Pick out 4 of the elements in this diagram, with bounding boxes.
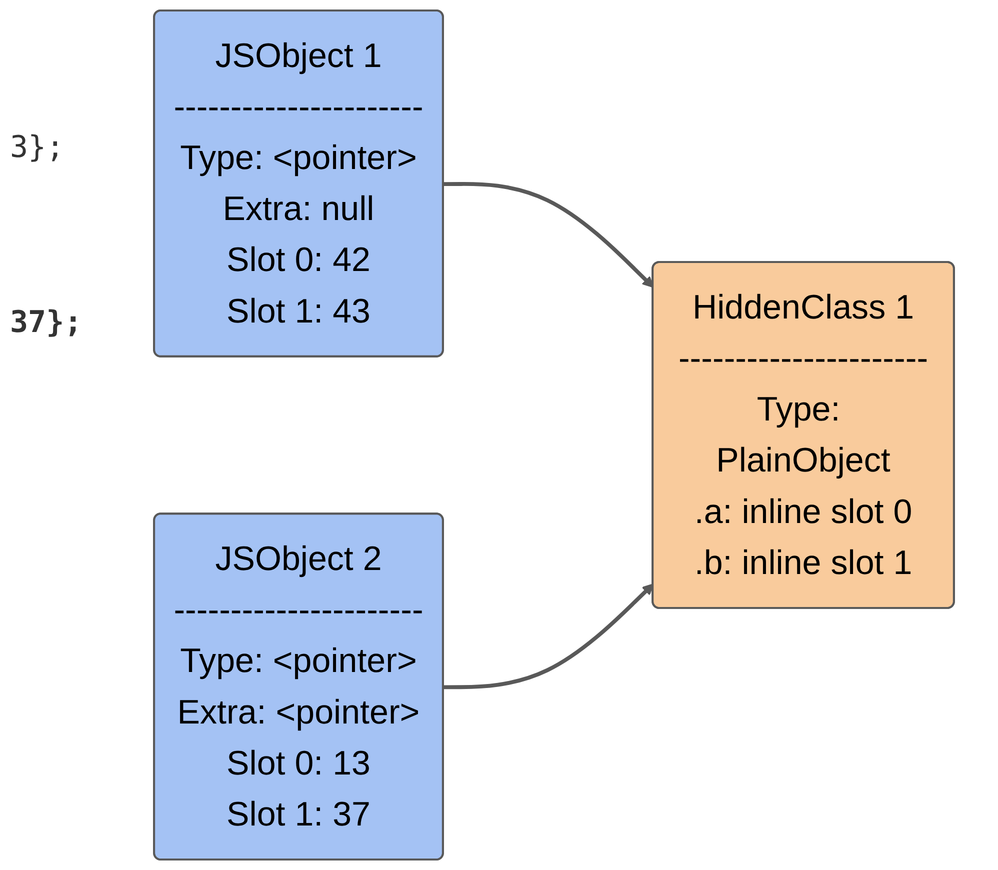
- arrow: [444, 182, 654, 288]
- code-fragment: 3};: [10, 130, 66, 165]
- arrow: [444, 584, 654, 690]
- code-fragment: 37};: [10, 305, 82, 340]
